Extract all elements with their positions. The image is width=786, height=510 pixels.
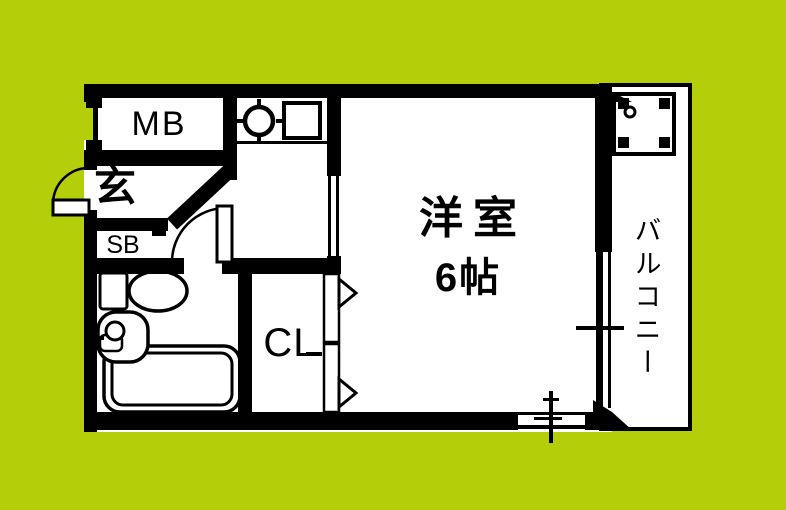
entrance-label: 玄 — [93, 163, 136, 210]
bottom-window — [518, 391, 588, 443]
kitchen-room-partition — [328, 174, 339, 260]
balcony-label: バルコニー — [630, 215, 661, 381]
balcony-sliding-door — [576, 252, 624, 408]
washroom-door-icon — [170, 204, 234, 264]
wash-basin-icon — [90, 310, 150, 364]
toilet-icon — [98, 269, 189, 313]
walls — [84, 84, 632, 432]
kitchen-sink-icon — [282, 101, 322, 140]
washing-machine-pan-icon — [612, 92, 676, 156]
entrance-door-icon — [51, 166, 91, 217]
shoe-box-label: SB — [106, 230, 140, 259]
meter-box-door — [84, 95, 102, 153]
kitchen-counter-edge — [237, 141, 327, 144]
closet-folding-doors — [322, 272, 359, 414]
gas-burner-icon — [237, 99, 286, 143]
main-room-label: 洋室 — [419, 194, 527, 243]
main-room-size: 6帖 — [434, 256, 502, 300]
closet-label: CL — [263, 321, 317, 365]
meter-box-label: MB — [131, 105, 187, 143]
